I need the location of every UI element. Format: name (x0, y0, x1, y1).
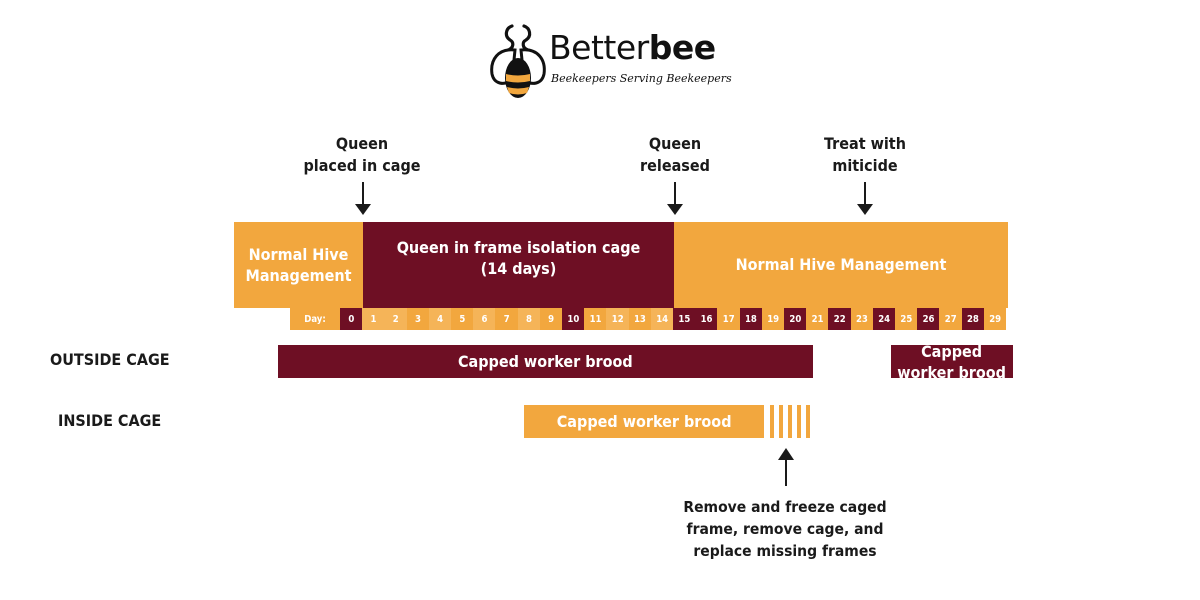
day-9: 9 (539, 308, 563, 330)
day-11: 11 (584, 308, 607, 330)
event-queen-released: Queen released (640, 134, 710, 175)
phase-normal-after: Normal Hive Management (674, 222, 1008, 308)
remove-frame-note: Remove and freeze caged frame, remove ca… (683, 498, 887, 560)
event-treat-miticide: Treat with miticide (824, 134, 906, 175)
day-4: 4 (428, 308, 452, 330)
day-29: 29 (983, 308, 1007, 330)
day-6: 6 (473, 308, 496, 330)
day-2: 2 (384, 308, 408, 330)
registered-mark: ® (705, 41, 712, 49)
day-0: 0 (340, 308, 363, 330)
day-26: 26 (917, 308, 940, 330)
day-12: 12 (606, 308, 630, 330)
brand-name: Betterbee (549, 28, 716, 67)
inside-stripe (779, 405, 784, 438)
day-5: 5 (451, 308, 474, 330)
phase-normal-before: Normal Hive Management (234, 222, 363, 308)
day-10: 10 (562, 308, 585, 330)
phase-isolation-cage: Queen in frame isolation cage (14 days) (363, 222, 674, 308)
day-14: 14 (650, 308, 674, 330)
day-23: 23 (850, 308, 874, 330)
day-17: 17 (717, 308, 741, 330)
day-8: 8 (517, 308, 541, 330)
outside-cage-label: OUTSIDE CAGE (50, 350, 170, 369)
day-label: Day: (290, 308, 340, 330)
day-15: 15 (673, 308, 696, 330)
arrow-treat-head (857, 204, 873, 215)
brand-tagline: Beekeepers Serving Beekeepers (551, 72, 732, 85)
day-22: 22 (828, 308, 852, 330)
arrow-queen-released-line (674, 182, 676, 208)
inside-cage-label: INSIDE CAGE (58, 411, 162, 430)
betterbee-logo (490, 24, 546, 98)
arrow-treat-line (864, 182, 866, 208)
outside-brood-bar-2: Capped worker brood (890, 342, 1013, 382)
day-18: 18 (739, 308, 763, 330)
day-3: 3 (406, 308, 430, 330)
day-16: 16 (695, 308, 718, 330)
inside-stripe (797, 405, 802, 438)
inside-stripe (770, 405, 775, 438)
day-24: 24 (872, 308, 896, 330)
inside-stripe (806, 405, 811, 438)
day-1: 1 (362, 308, 385, 330)
outside-brood-bar-1: Capped worker brood (277, 345, 813, 378)
inside-brood-stripes (770, 405, 812, 438)
day-7: 7 (495, 308, 519, 330)
day-28: 28 (961, 308, 985, 330)
inside-stripe (788, 405, 793, 438)
arrow-queen-released-head (667, 204, 683, 215)
event-queen-placed: Queen placed in cage (303, 134, 421, 175)
day-25: 25 (895, 308, 918, 330)
arrow-remove-frame (778, 448, 794, 486)
day-20: 20 (784, 308, 807, 330)
arrow-queen-placed-head (355, 204, 371, 215)
day-21: 21 (806, 308, 829, 330)
day-19: 19 (761, 308, 785, 330)
day-13: 13 (628, 308, 652, 330)
day-27: 27 (939, 308, 963, 330)
bee-icon (490, 24, 546, 98)
arrow-queen-placed-line (362, 182, 364, 208)
inside-brood-bar: Capped worker brood (524, 405, 764, 438)
